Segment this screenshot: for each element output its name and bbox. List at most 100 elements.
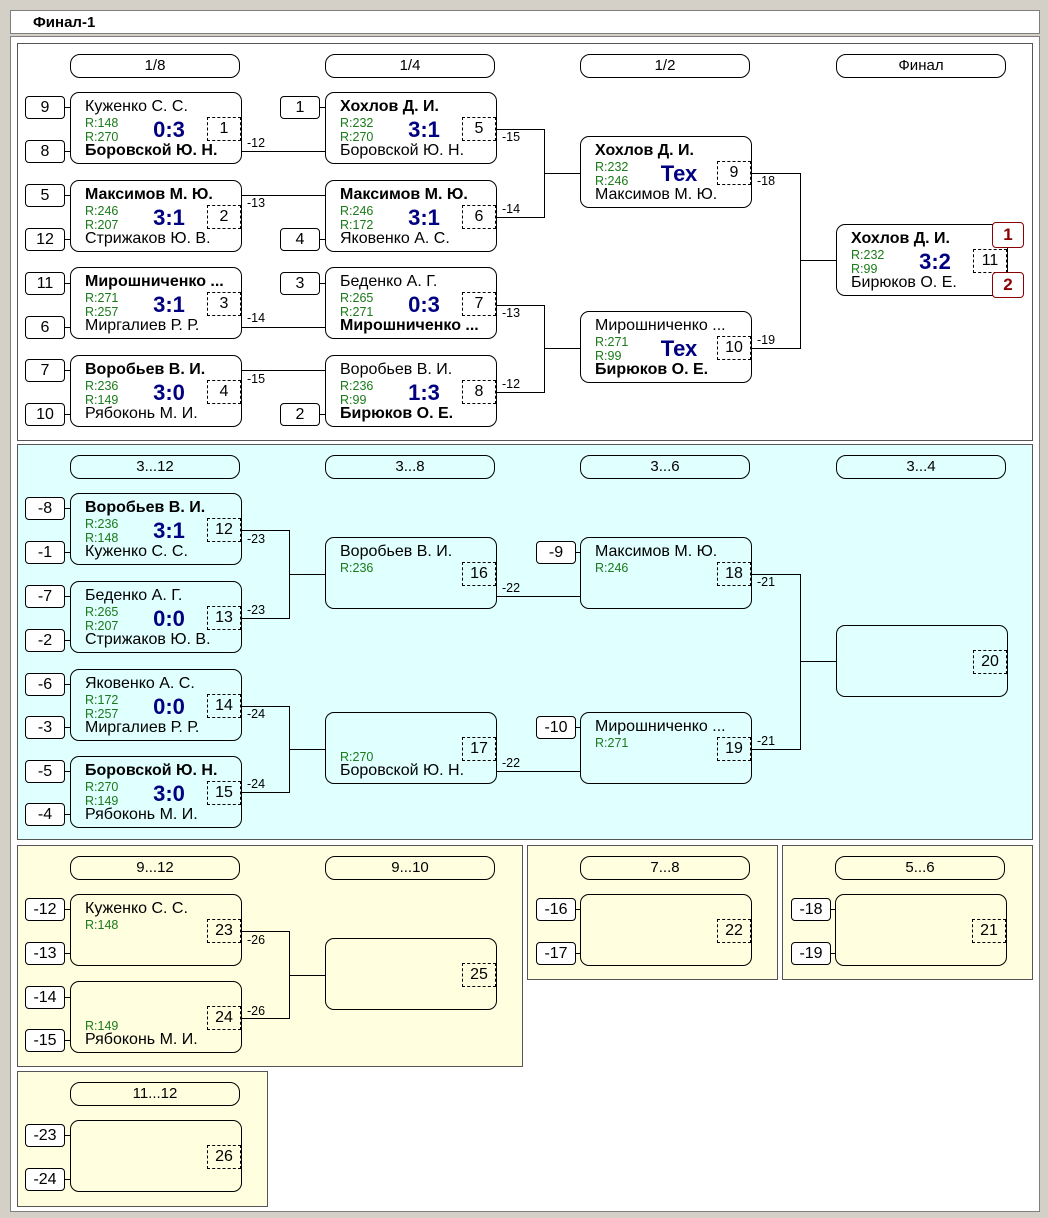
match-card[interactable]: Беденко А. Г. R:265 R:207 0:0 13 Стрижак… (70, 581, 242, 653)
place-badge-first: 1 (992, 222, 1024, 248)
round-header-9-10: 9...10 (325, 856, 495, 880)
match-score: 3:1 (153, 205, 185, 230)
match-number: 12 (207, 518, 241, 542)
match-card[interactable]: Максимов М. Ю. R:246 R:207 3:1 2 Стрижак… (70, 180, 242, 252)
player-top: Куженко С. С. (85, 900, 188, 917)
match-score: 0:0 (153, 606, 185, 631)
loser-destination-label: -18 (757, 174, 776, 188)
match-number: 1 (207, 117, 241, 141)
player-bottom: Боровской Ю. Н. (340, 142, 465, 159)
loser-destination-label: -22 (502, 756, 521, 770)
seed-box: 1 (280, 96, 320, 119)
match-card[interactable]: Максимов М. Ю. R:246 R:172 3:1 6 Яковенк… (325, 180, 497, 252)
loser-destination-label: -13 (502, 306, 521, 320)
seed-box: 12 (25, 228, 65, 251)
loser-destination-label: -23 (247, 532, 266, 546)
seed-box: -12 (25, 898, 65, 921)
loser-destination-label: -23 (247, 603, 266, 617)
match-number: 4 (207, 380, 241, 404)
match-card[interactable]: 22 (580, 894, 752, 966)
loser-destination-label: -26 (247, 933, 266, 947)
player-bottom: Рябоконь М. И. (85, 405, 198, 422)
seed-box: 4 (280, 228, 320, 251)
rating-bottom: R:270 (340, 130, 374, 144)
loser-destination-label: -21 (757, 575, 776, 589)
loser-destination-label: -26 (247, 1004, 266, 1018)
match-card[interactable]: 21 (835, 894, 1007, 966)
rating-bottom: R:246 (595, 174, 629, 188)
rating-bottom: R:207 (85, 218, 119, 232)
match-card[interactable]: Куженко С. С. R:148 23 (70, 894, 242, 966)
rating-top: R:232 (851, 248, 885, 262)
rating-top: R:236 (340, 379, 374, 393)
match-number: 7 (462, 292, 496, 316)
match-card[interactable]: Яковенко А. С. R:172 R:257 0:0 14 Миргал… (70, 669, 242, 741)
match-card[interactable]: Воробьев В. И. R:236 R:149 3:0 4 Рябокон… (70, 355, 242, 427)
match-card[interactable]: R:149 24 Рябоконь М. И. (70, 981, 242, 1053)
match-card[interactable]: 25 (325, 938, 497, 1010)
match-number: 19 (717, 737, 751, 761)
match-card[interactable]: Мирошниченко ... R:271 R:99 Тех 10 Бирюк… (580, 311, 752, 383)
match-card[interactable]: Беденко А. Г. R:265 R:271 0:3 7 Мирошнич… (325, 267, 497, 339)
places-7-8-panel: 7...8 -16 -17 22 (527, 845, 778, 980)
match-card[interactable]: 26 (70, 1120, 242, 1192)
match-card[interactable]: Воробьев В. И. R:236 R:148 3:1 12 Куженк… (70, 493, 242, 565)
match-number: 14 (207, 694, 241, 718)
player-bottom: Бирюков О. Е. (595, 361, 709, 378)
match-number: 6 (462, 205, 496, 229)
match-card[interactable]: Максимов М. Ю. R:246 18 (580, 537, 752, 609)
match-number: 3 (207, 292, 241, 316)
main-bracket-panel: 1/8 1/4 1/2 Финал 9 8 5 12 11 6 7 10 1 4… (17, 43, 1033, 441)
round-header-11-12: 11...12 (70, 1082, 240, 1106)
rating-top: R:271 (595, 335, 629, 349)
match-card[interactable]: 20 (836, 625, 1008, 697)
final-match-card[interactable]: Хохлов Д. И. R:232 R:99 3:2 11 Бирюков О… (836, 224, 1008, 296)
player-bottom: Рябоконь М. И. (85, 1031, 198, 1048)
loser-destination-label: -22 (502, 581, 521, 595)
player-bottom: Куженко С. С. (85, 543, 188, 560)
rating-top: R:271 (595, 736, 629, 750)
match-card[interactable]: Воробьев В. И. R:236 R:99 1:3 8 Бирюков … (325, 355, 497, 427)
seed-box: 7 (25, 359, 65, 382)
rating-top: R:265 (340, 291, 374, 305)
match-number: 22 (717, 919, 751, 943)
loser-destination-label: -15 (247, 372, 266, 386)
match-score: 3:1 (153, 292, 185, 317)
round-header-7-8: 7...8 (580, 856, 750, 880)
rating-top: R:236 (85, 379, 119, 393)
seed-box: -15 (25, 1029, 65, 1052)
player-top: Хохлов Д. И. (851, 230, 950, 247)
player-top: Беденко А. Г. (340, 273, 438, 290)
match-card[interactable]: Мирошниченко ... R:271 R:257 3:1 3 Мирга… (70, 267, 242, 339)
seed-box: 8 (25, 140, 65, 163)
match-number: 24 (207, 1006, 241, 1030)
loser-destination-label: -13 (247, 196, 266, 210)
match-score: 3:1 (153, 518, 185, 543)
places-5-6-panel: 5...6 -18 -19 21 (782, 845, 1033, 980)
window-title: Финал-1 (33, 14, 96, 31)
rating-bottom: R:270 (85, 130, 119, 144)
player-bottom: Яковенко А. С. (340, 230, 450, 247)
consolation-bracket-panel: 3...12 3...8 3...6 3...4 -8 -1 -7 -2 -6 … (17, 444, 1033, 840)
match-score: Тех (660, 336, 698, 361)
match-card[interactable]: Куженко С. С. R:148 R:270 0:3 1 Боровско… (70, 92, 242, 164)
loser-destination-label: -12 (247, 136, 266, 150)
match-score: 3:0 (153, 380, 185, 405)
rating-bottom: R:149 (85, 1019, 119, 1033)
match-card[interactable]: Боровской Ю. Н. R:270 R:149 3:0 15 Рябок… (70, 756, 242, 828)
player-top: Яковенко А. С. (85, 675, 195, 692)
match-card[interactable]: Хохлов Д. И. R:232 R:246 Тех 9 Максимов … (580, 136, 752, 208)
match-card[interactable]: Хохлов Д. И. R:232 R:270 3:1 5 Боровской… (325, 92, 497, 164)
match-card[interactable]: R:270 17 Боровской Ю. Н. (325, 712, 497, 784)
seed-box: 5 (25, 184, 65, 207)
match-card[interactable]: Воробьев В. И. R:236 16 (325, 537, 497, 609)
seed-box: -2 (25, 629, 65, 652)
round-header-1-4: 1/4 (325, 54, 495, 78)
match-number: 17 (462, 737, 496, 761)
player-bottom: Максимов М. Ю. (595, 186, 718, 203)
player-top: Куженко С. С. (85, 98, 188, 115)
seed-box: -5 (25, 760, 65, 783)
match-score: 1:3 (408, 380, 440, 405)
seed-box: -8 (25, 497, 65, 520)
match-card[interactable]: Мирошниченко ... R:271 19 (580, 712, 752, 784)
